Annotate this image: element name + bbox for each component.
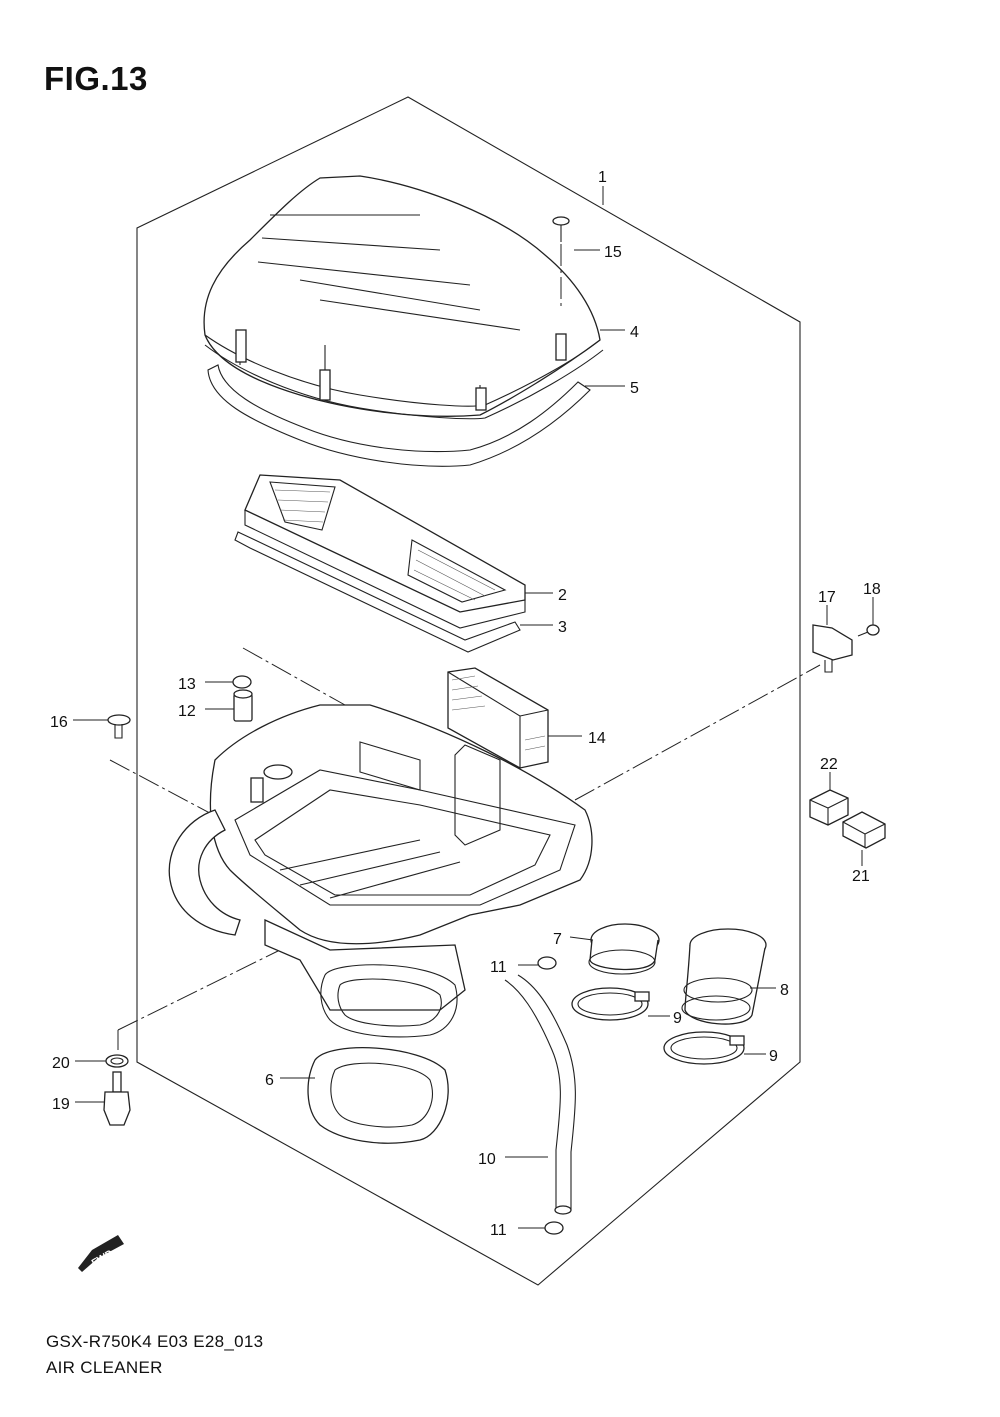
part-connector[interactable] <box>842 811 886 849</box>
callout-21: 21 <box>852 868 870 885</box>
callout-11-lower: 11 <box>490 1222 507 1239</box>
callout-20: 20 <box>52 1055 70 1072</box>
part-sensor-washer[interactable] <box>105 1054 129 1068</box>
part-intake-seal[interactable] <box>307 964 458 1144</box>
callout-14: 14 <box>588 730 606 747</box>
part-air-cleaner-cap[interactable] <box>203 175 604 420</box>
part-screw-18[interactable] <box>857 624 880 637</box>
part-filter-gasket[interactable] <box>234 531 521 653</box>
callout-13: 13 <box>178 676 196 693</box>
part-hose-clip-upper[interactable] <box>537 956 557 970</box>
alignment-line-upper-left <box>242 647 346 706</box>
callout-7: 7 <box>553 931 562 948</box>
part-air-filter-element[interactable] <box>244 474 526 629</box>
part-bolt-16[interactable] <box>107 714 131 739</box>
forward-direction-badge: FWD <box>78 1235 124 1272</box>
callout-8: 8 <box>780 982 789 999</box>
assembly-boundary <box>136 96 801 1286</box>
callout-16: 16 <box>50 714 68 731</box>
part-drain-hose[interactable] <box>504 974 576 1215</box>
callout-9-lower: 9 <box>769 1048 778 1065</box>
callout-2: 2 <box>558 587 567 604</box>
callout-12: 12 <box>178 703 196 720</box>
callout-17: 17 <box>818 589 836 606</box>
part-screw-15[interactable] <box>552 216 570 310</box>
figure-title: FIG.13 <box>44 60 148 97</box>
callout-5: 5 <box>630 380 639 397</box>
callout-leaders <box>73 186 874 1229</box>
part-sensor-bracket[interactable] <box>812 624 853 673</box>
callout-19: 19 <box>52 1096 70 1113</box>
part-intake-funnel-7[interactable] <box>588 923 660 975</box>
part-cap-gasket[interactable] <box>207 364 591 467</box>
callout-10: 10 <box>478 1151 496 1168</box>
callout-1: 1 <box>598 169 607 186</box>
part-clamp-9-lower[interactable] <box>663 1031 745 1065</box>
part-clamp-9-upper[interactable] <box>571 987 650 1021</box>
callout-6: 6 <box>265 1072 274 1089</box>
part-intake-funnel-8[interactable] <box>681 928 767 1025</box>
part-connector-cap[interactable] <box>809 789 849 826</box>
alignment-line-right <box>574 664 821 801</box>
alignment-line-lower-left <box>117 949 281 1031</box>
part-cap-plug[interactable] <box>233 689 253 722</box>
callout-11-upper: 11 <box>490 959 507 976</box>
callout-15: 15 <box>604 244 622 261</box>
callout-9-upper: 9 <box>673 1010 682 1027</box>
part-temperature-sensor[interactable] <box>103 1071 131 1126</box>
part-inlet-screen[interactable] <box>447 667 549 769</box>
part-hose-clip-lower[interactable] <box>544 1221 564 1235</box>
model-code: GSX-R750K4 E03 E28_013 <box>46 1332 264 1351</box>
callout-4: 4 <box>630 324 639 341</box>
callout-3: 3 <box>558 619 567 636</box>
callout-22: 22 <box>820 756 838 773</box>
assembly-name: AIR CLEANER <box>46 1358 163 1377</box>
part-clip-13[interactable] <box>232 675 252 689</box>
callout-18: 18 <box>863 581 881 598</box>
